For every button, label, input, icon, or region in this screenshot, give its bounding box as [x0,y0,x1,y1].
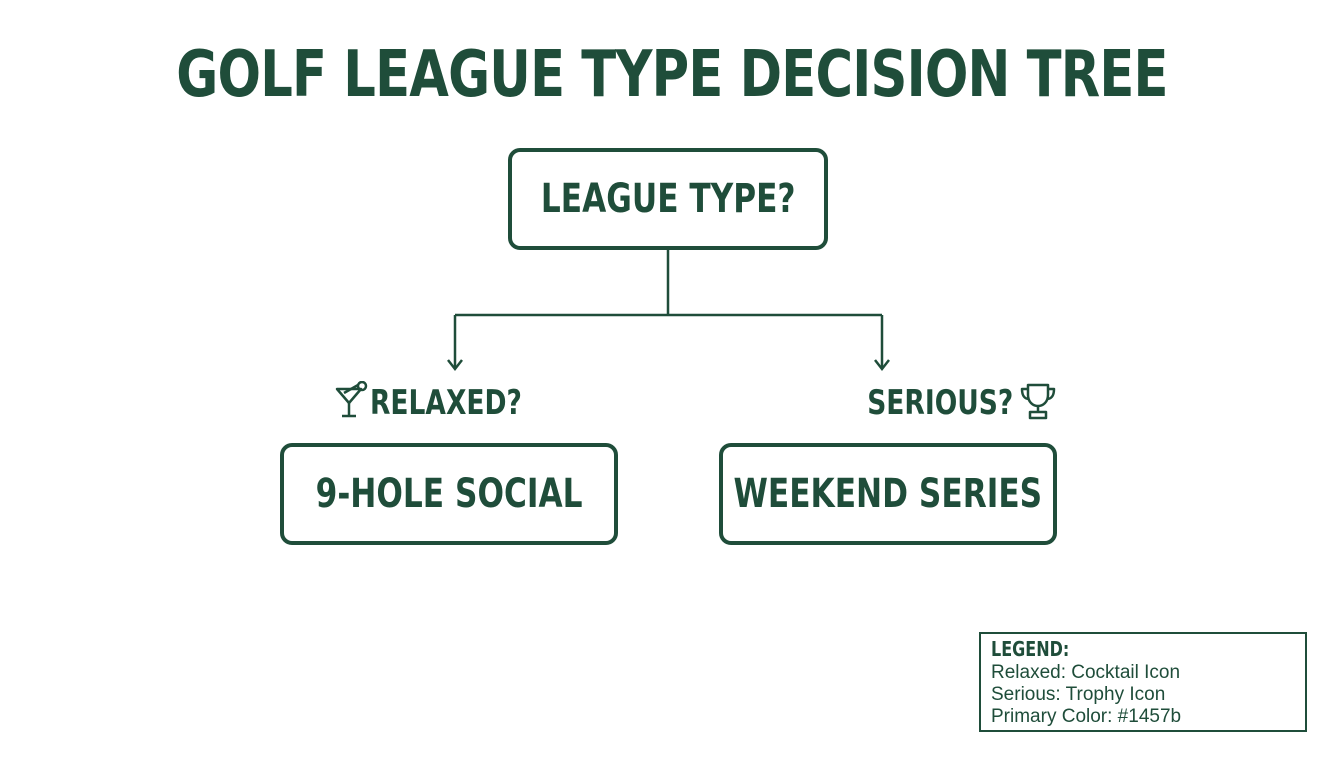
trophy-icon [1019,381,1057,425]
legend-box: LEGEND: Relaxed: Cocktail Icon Serious: … [979,632,1307,732]
diagram-title: GOLF LEAGUE TYPE DECISION TREE [176,38,1168,112]
branch-label-relaxed-text: RELAXED? [370,383,522,423]
branch-label-serious-text: SERIOUS? [867,383,1014,423]
legend-title: LEGEND: [991,637,1070,661]
result-node-series: WEEKEND SERIES [719,443,1057,545]
legend-row-relaxed: Relaxed: Cocktail Icon [991,662,1181,683]
branch-label-relaxed: RELAXED? [334,380,565,426]
legend-row-serious: Serious: Trophy Icon [991,684,1166,705]
result-node-social: 9-HOLE SOCIAL [280,443,618,545]
result-node-social-label: 9-HOLE SOCIAL [315,471,583,517]
root-node: LEAGUE TYPE? [508,148,828,250]
cocktail-icon [334,380,368,425]
legend-row-color: Primary Color: #1457b [991,706,1182,727]
result-node-series-label: WEEKEND SERIES [733,471,1043,517]
right-arrowhead [874,359,890,372]
left-arrowhead [447,359,463,372]
branch-label-serious: SERIOUS? [826,380,1057,426]
root-node-label: LEAGUE TYPE? [540,176,796,222]
